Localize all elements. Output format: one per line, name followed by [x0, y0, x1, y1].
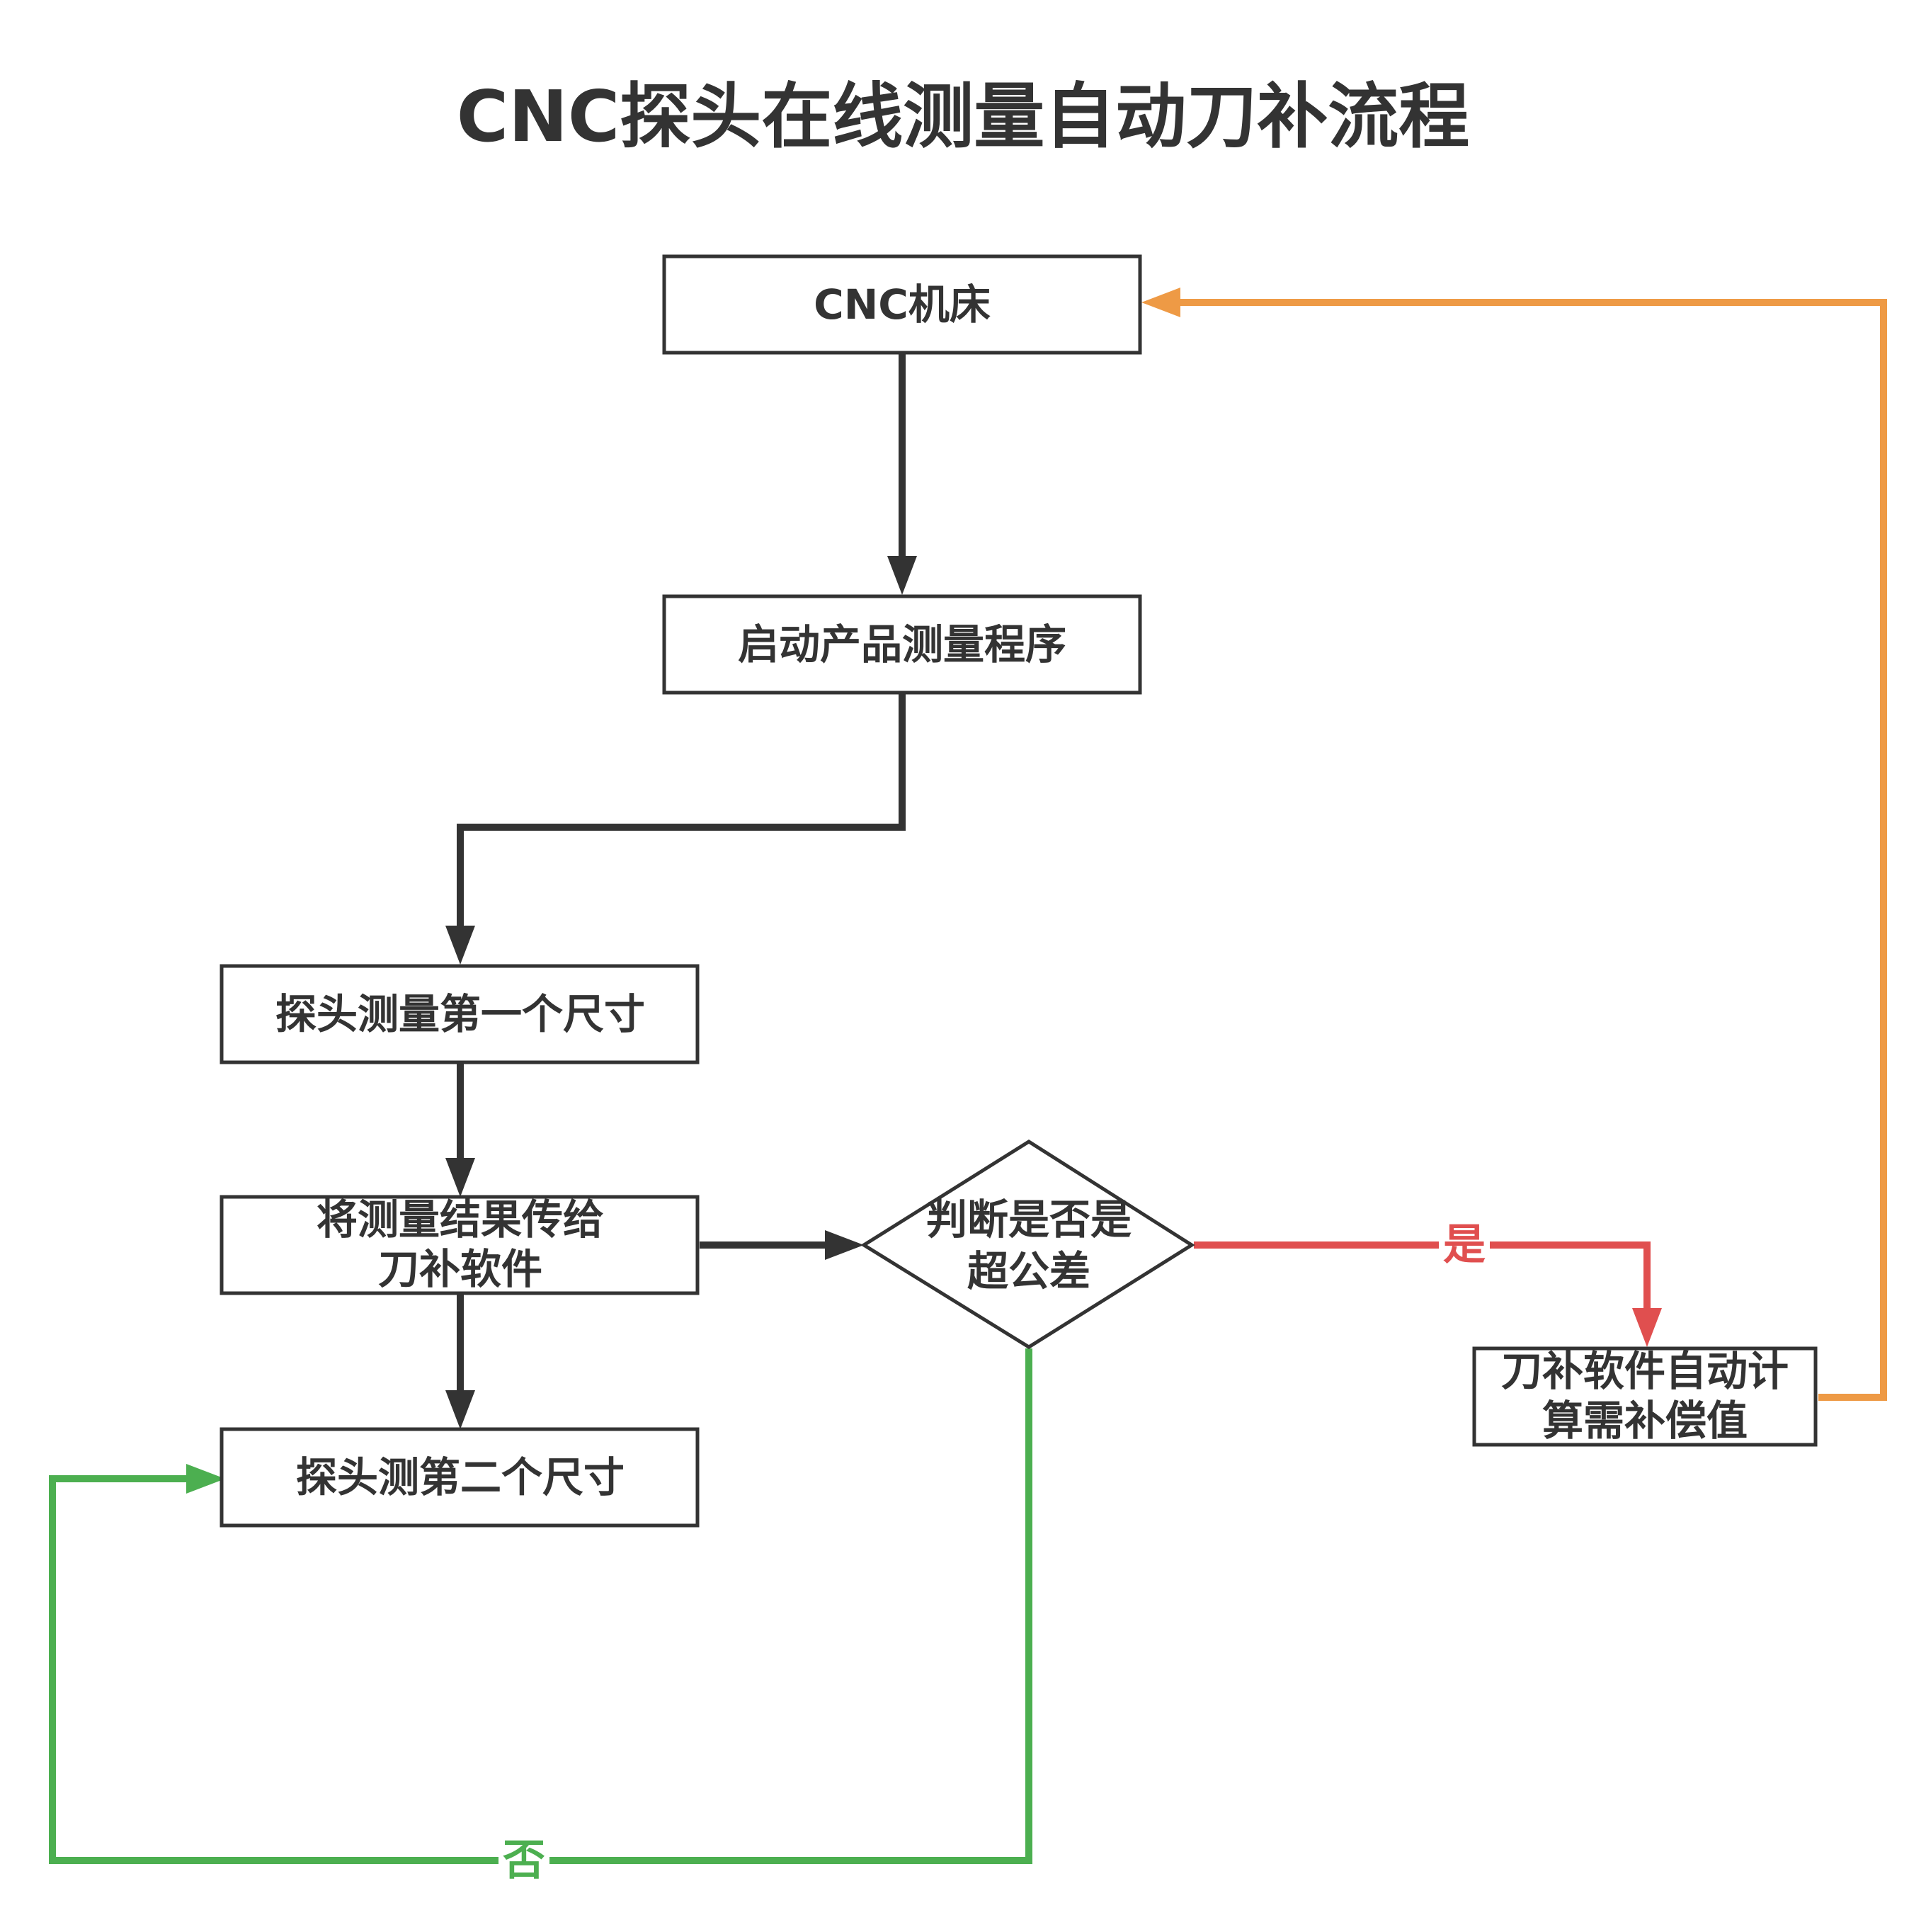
arrowhead-icon [445, 1390, 475, 1429]
node-measure-second: 探头测第二个尺寸 [220, 1427, 700, 1528]
edge-cnc-to-start [887, 354, 917, 595]
arrowhead-icon [186, 1464, 225, 1494]
label-no: 否 [503, 1836, 545, 1885]
node-label-line-1: 判断是否是 [926, 1195, 1132, 1244]
node-send-result: 将测量结果传给 刀补软件 [220, 1195, 700, 1295]
arrowhead-icon [887, 556, 917, 595]
edge-send-to-decision [700, 1230, 864, 1260]
node-label-line-2: 算需补偿值 [1542, 1397, 1748, 1445]
edge-label-yes: 是 [1439, 1220, 1490, 1271]
arrowhead-icon [1141, 288, 1180, 317]
edge-start-to-measure-first [445, 693, 906, 965]
edge-no [49, 1348, 1032, 1864]
arrowhead-icon [445, 1158, 475, 1197]
edge-yes [1194, 1241, 1662, 1347]
page-title: CNC探头在线测量自动刀补流程 [456, 75, 1470, 158]
arrowhead-icon [1632, 1308, 1662, 1347]
node-decision: 判断是否是 超公差 [860, 1140, 1195, 1349]
edge-measure-first-to-send [445, 1062, 475, 1197]
node-label: 启动产品测量程序 [738, 620, 1066, 669]
arrowhead-icon [825, 1230, 864, 1260]
node-label-line-1: 将测量结果传给 [317, 1195, 604, 1244]
arrowhead-icon [445, 926, 475, 965]
edge-feedback [1141, 288, 1887, 1401]
edge-label-no: 否 [498, 1835, 549, 1886]
node-label: 探头测第二个尺寸 [296, 1453, 625, 1501]
node-compute-compensation: 刀补软件自动计 算需补偿值 [1472, 1346, 1818, 1447]
node-label-line-2: 刀补软件 [378, 1245, 542, 1293]
node-label: CNC机床 [814, 280, 991, 329]
label-yes: 是 [1443, 1220, 1486, 1270]
node-measure-first: 探头测量第一个尺寸 [220, 964, 700, 1064]
node-label: 探头测量第一个尺寸 [275, 990, 645, 1038]
edge-send-to-measure-second [445, 1295, 475, 1429]
node-label-line-2: 超公差 [967, 1247, 1090, 1295]
node-cnc-machine: CNC机床 [662, 254, 1142, 355]
node-label-line-1: 刀补软件自动计 [1501, 1347, 1789, 1395]
node-start-program: 启动产品测量程序 [662, 594, 1142, 695]
